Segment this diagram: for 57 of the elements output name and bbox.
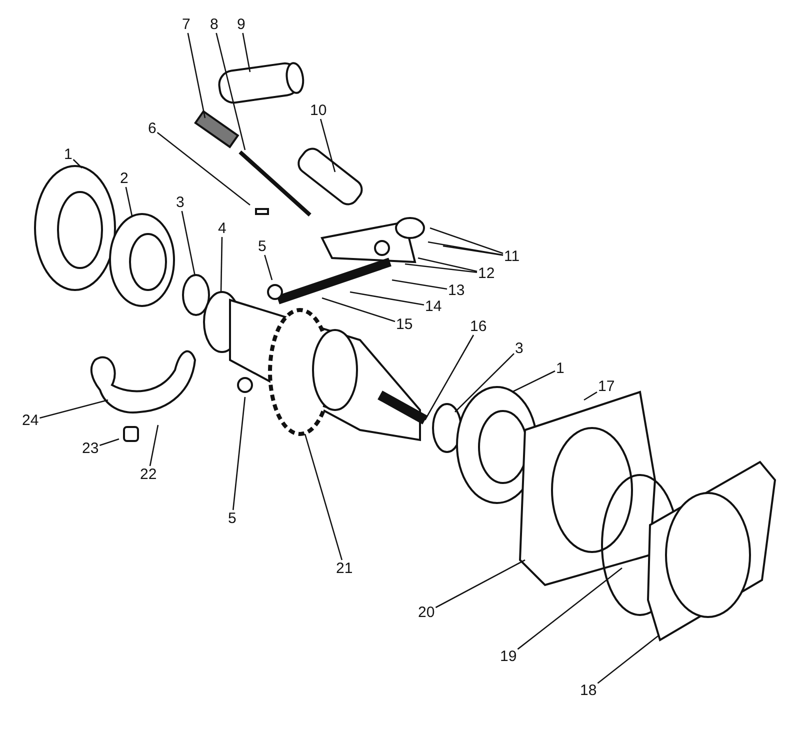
callout-number: 8	[210, 16, 218, 33]
leader-line	[512, 370, 556, 393]
leader-line	[435, 559, 526, 608]
callout-number: 6	[148, 120, 156, 137]
leader-line	[320, 118, 336, 172]
leader-line	[242, 32, 251, 72]
callout-number: 3	[176, 194, 184, 211]
callout-number: 10	[310, 102, 327, 119]
leader-line	[216, 32, 246, 150]
leader-line	[100, 438, 120, 446]
leader-line	[322, 297, 396, 322]
callout-number: 15	[396, 316, 413, 333]
callout-number: 16	[470, 318, 487, 335]
leader-line	[418, 257, 478, 272]
leader-line	[597, 635, 658, 684]
callout-number: 12	[478, 265, 495, 282]
leader-line	[442, 245, 504, 256]
callout-number: 11	[504, 248, 520, 265]
callout-number: 2	[120, 170, 128, 187]
leader-line	[424, 334, 474, 420]
leader-line	[264, 254, 273, 280]
callout-number: 23	[82, 440, 99, 457]
leader-line	[72, 159, 82, 168]
leader-line	[430, 227, 504, 254]
leader-line	[428, 241, 504, 256]
callout-number: 19	[500, 648, 517, 665]
callout-number: 5	[258, 238, 266, 255]
leader-line	[156, 132, 250, 206]
leader-line	[404, 263, 478, 274]
leader-line	[125, 186, 133, 216]
leader-line	[304, 434, 343, 560]
leader-line	[454, 353, 514, 412]
leader-line	[220, 236, 223, 292]
callout-number: 13	[448, 282, 465, 299]
leader-line	[350, 291, 424, 306]
callout-number: 20	[418, 604, 435, 621]
callout-number: 24	[22, 412, 39, 429]
leader-line	[40, 399, 108, 419]
leader-line	[187, 32, 206, 118]
leader-line	[517, 567, 622, 650]
callout-number: 4	[218, 220, 226, 237]
leader-line	[392, 279, 448, 290]
callout-number: 22	[140, 466, 157, 483]
callout-number: 17	[598, 378, 615, 395]
callout-number: 7	[182, 16, 190, 33]
callout-number: 5	[228, 510, 236, 527]
callout-number: 1	[64, 146, 72, 163]
leader-line	[181, 210, 196, 276]
leader-line	[584, 392, 598, 401]
callout-number: 9	[237, 16, 246, 33]
leader-line	[232, 396, 246, 510]
callout-number: 21	[336, 560, 353, 577]
callout-number: 14	[425, 298, 442, 315]
callout-number: 3	[515, 340, 524, 357]
callout-number: 1	[556, 360, 564, 377]
leader-line	[149, 424, 159, 466]
callout-number: 18	[580, 682, 597, 699]
